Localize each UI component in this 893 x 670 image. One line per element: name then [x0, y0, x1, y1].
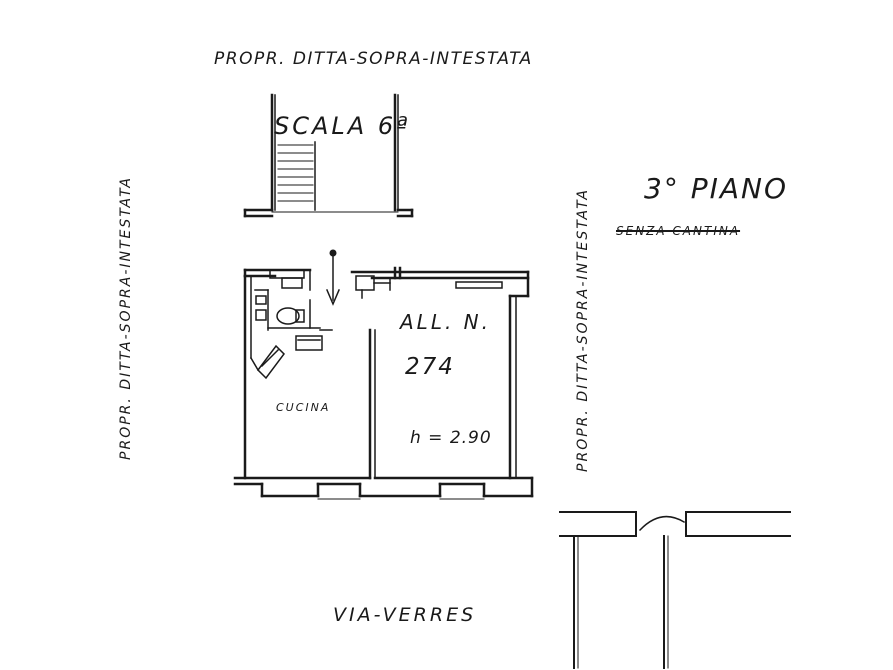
ceiling-height: h = 2.90 — [410, 428, 492, 448]
sink-icon — [295, 335, 323, 351]
stair-label: SCALA 6ª — [274, 112, 411, 140]
stair-treads-icon — [277, 144, 314, 202]
unit-number: 274 — [405, 354, 455, 380]
kitchen-label: CUCINA — [276, 401, 331, 414]
owner-label-top: PROPR. DITTA-SOPRA-INTESTATA — [214, 49, 533, 69]
entrance-arrow-icon — [326, 249, 340, 306]
floor-label: 3° PIANO — [644, 172, 788, 205]
stove-icon — [257, 344, 285, 380]
door-arc-icon — [638, 515, 686, 532]
owner-label-left: PROPR. DITTA-SOPRA-INTESTATA — [118, 176, 134, 460]
staircase — [243, 93, 414, 218]
street-label: VIA-VERRES — [333, 604, 477, 626]
owner-label-right: PROPR. DITTA-SOPRA-INTESTATA — [575, 188, 591, 472]
toilet-icon — [276, 307, 305, 325]
apartment-walls — [233, 266, 534, 500]
unit-label: ALL. N. — [400, 310, 491, 334]
adjacent-building — [559, 511, 791, 669]
fixtures — [249, 269, 333, 380]
cellar-note: SENZA CANTINA — [616, 224, 741, 238]
